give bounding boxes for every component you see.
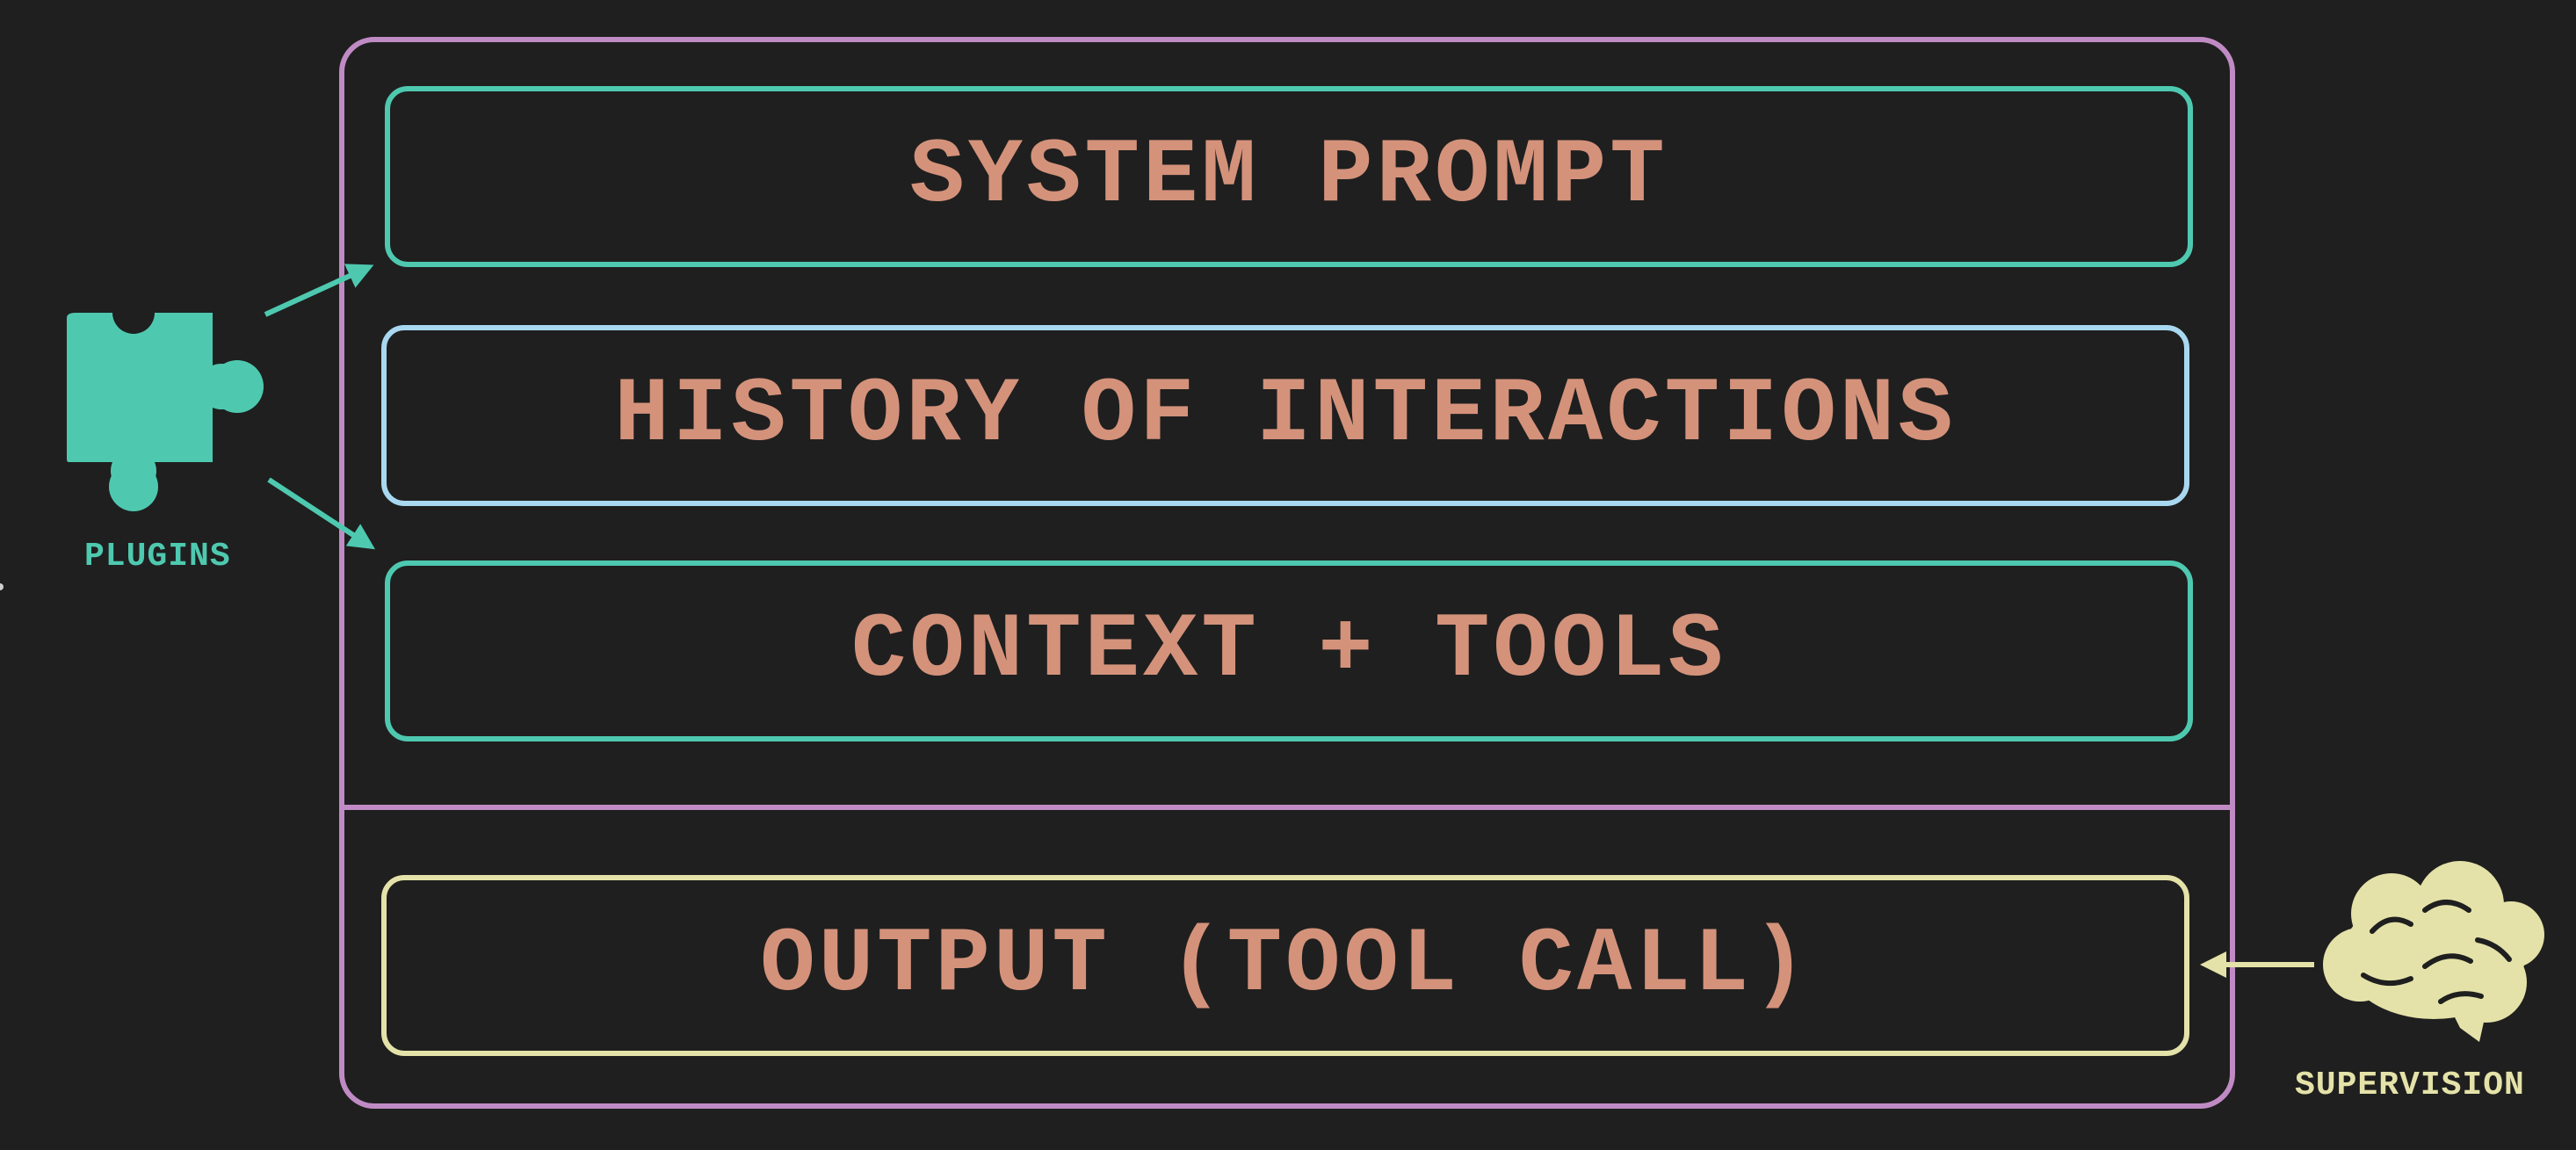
supervision-label: SUPERVISION <box>2295 1067 2525 1104</box>
model-context-frame <box>339 37 2235 1109</box>
context-tools-label: CONTEXT + TOOLS <box>850 599 1727 703</box>
plugins-label: PLUGINS <box>84 538 231 575</box>
output-tool-call-box: OUTPUT (TOOL CALL) <box>381 875 2189 1056</box>
system-prompt-box: SYSTEM PROMPT <box>385 86 2193 267</box>
brain-icon <box>2323 861 2544 1042</box>
history-of-interactions-box: HISTORY OF INTERACTIONS <box>381 325 2189 506</box>
system-prompt-label: SYSTEM PROMPT <box>909 125 1668 228</box>
output-tool-call-label: OUTPUT (TOOL CALL) <box>760 914 1811 1017</box>
plugins-to-context-tools-arrow <box>267 477 376 550</box>
edge-dot <box>0 583 4 590</box>
context-tools-box: CONTEXT + TOOLS <box>385 561 2193 741</box>
plugins-to-system-prompt-arrow <box>264 264 374 317</box>
puzzle-piece-icon <box>67 313 264 511</box>
input-output-divider <box>339 805 2235 810</box>
history-of-interactions-label: HISTORY OF INTERACTIONS <box>614 364 1957 467</box>
